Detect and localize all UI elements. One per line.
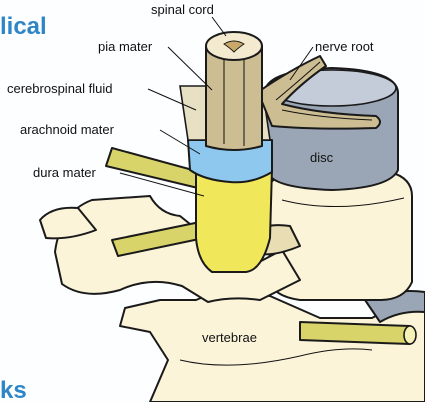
right-lower-nerve xyxy=(300,322,410,344)
label-dura-mater: dura mater xyxy=(33,165,97,180)
dura-mater-sheath xyxy=(196,168,272,272)
nerve-cut-end xyxy=(404,326,416,344)
label-pia-mater: pia mater xyxy=(98,39,153,54)
label-vertebrae: vertebrae xyxy=(202,330,257,345)
spinal-cord xyxy=(206,46,262,150)
label-spinal-cord: spinal cord xyxy=(151,2,214,17)
label-nerve-root: nerve root xyxy=(315,39,374,54)
label-disc: disc xyxy=(310,150,334,165)
label-arachnoid-mater: arachnoid mater xyxy=(20,122,115,137)
heading-bottom: ks xyxy=(0,377,27,402)
label-cerebrospinal-fluid: cerebrospinal fluid xyxy=(7,81,113,96)
heading-top: lical xyxy=(0,13,47,40)
